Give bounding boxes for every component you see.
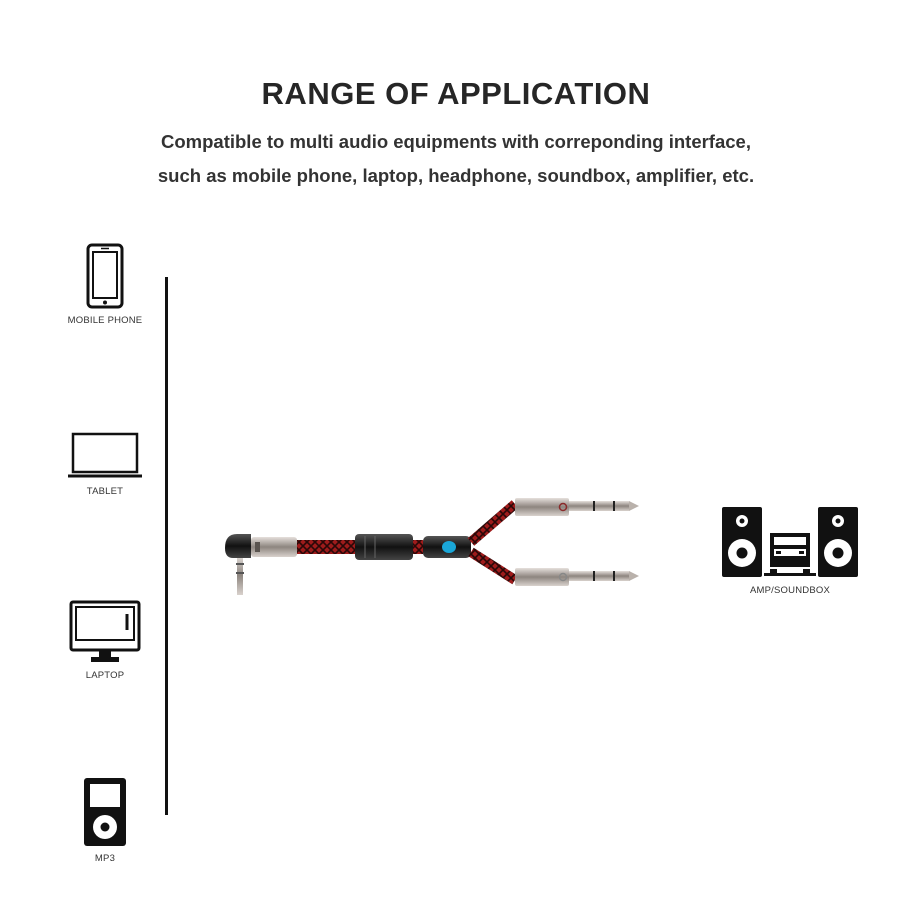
page-title: RANGE OF APPLICATION	[261, 76, 651, 111]
device-label-mp3: MP3	[94, 853, 116, 864]
device-mobile-phone: MOBILE PHONE	[60, 243, 150, 326]
mp3-player-icon	[84, 778, 126, 846]
subtitle-line-2: such as mobile phone, laptop, headphone,…	[157, 165, 755, 186]
device-amp-soundbox: AMP/SOUNDBOX	[715, 505, 865, 596]
device-label-tablet: TABLET	[86, 486, 124, 497]
mobile-phone-icon	[86, 243, 124, 309]
subtitle-line-1: Compatible to multi audio equipments wit…	[161, 131, 751, 152]
y-splitter-cable-icon	[225, 498, 639, 595]
device-label-laptop: LAPTOP	[85, 670, 125, 681]
device-mp3: MP3	[60, 777, 150, 864]
monitor-icon	[69, 600, 141, 662]
laptop-outline-icon	[68, 432, 142, 478]
device-label-mobile-phone: MOBILE PHONE	[67, 315, 143, 326]
device-tablet: TABLET	[60, 432, 150, 497]
device-laptop: LAPTOP	[60, 600, 150, 681]
device-label-amp-soundbox: AMP/SOUNDBOX	[750, 585, 830, 596]
stereo-system-icon	[722, 507, 858, 577]
vertical-divider	[165, 277, 168, 815]
